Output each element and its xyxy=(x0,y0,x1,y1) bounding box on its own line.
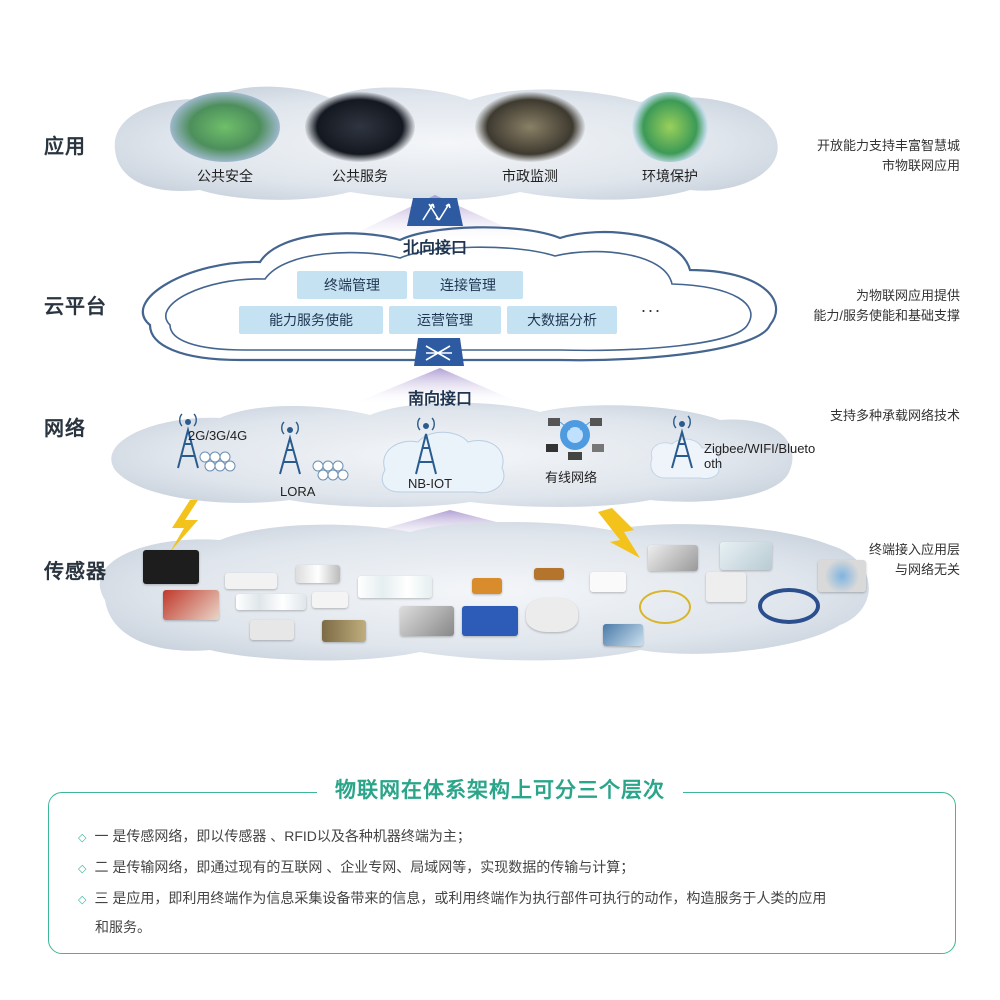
north-interface-label: 北向接口 xyxy=(402,240,467,257)
platform-box-connection-management: 连接管理 xyxy=(413,271,523,299)
platform-ellipsis: ... xyxy=(641,296,663,316)
sensor-device-image xyxy=(720,542,772,570)
sensor-device-image xyxy=(400,606,454,636)
app-municipal-monitoring: 市政监测 xyxy=(465,92,595,186)
summary-bullet: ◇一 是传感网络，即以传感器 、RFID以及各种机器终端为主； xyxy=(78,828,471,844)
sensor-device-image xyxy=(143,550,199,584)
platform-ring-inner xyxy=(165,246,752,352)
platform-ring-outer xyxy=(141,226,778,362)
sensor-device-image xyxy=(639,590,691,624)
app-public-safety: 公共安全 xyxy=(160,92,290,186)
summary-title: 物联网在体系架构上可分三个层次 xyxy=(0,774,1000,804)
sensor-device-image xyxy=(706,572,746,602)
sensor-device-image xyxy=(296,565,340,583)
sensor-device-image xyxy=(462,606,518,636)
app-environmental-protection: 环境保护 xyxy=(605,92,735,186)
application-cloud xyxy=(114,86,778,200)
layer-label-cloud-platform: 云平台 xyxy=(44,294,107,318)
sensor-device-image xyxy=(250,620,294,640)
sensor-device-image xyxy=(758,588,820,624)
network-label-wired: 有线网络 xyxy=(545,470,598,485)
sensor-device-image xyxy=(590,572,626,592)
platform-box-operation-management: 运营管理 xyxy=(389,306,501,334)
sensor-device-image xyxy=(236,594,306,610)
sensor-device-image xyxy=(358,576,432,598)
south-interface-label: 南向接口 xyxy=(407,391,472,408)
cell-tower-icon xyxy=(177,413,199,469)
sensor-device-image xyxy=(648,545,698,571)
wired-network-hub-icon xyxy=(546,418,604,460)
summary-bullet-continuation: 和服务。 xyxy=(95,919,151,935)
nbiot-cloud xyxy=(381,431,505,494)
diamond-bullet-icon: ◇ xyxy=(78,863,87,875)
lightning-icon xyxy=(598,508,640,558)
south-arrow xyxy=(350,368,525,405)
sensor-device-image xyxy=(818,560,866,592)
platform-box-big-data-analysis: 大数据分析 xyxy=(507,306,617,334)
south-interface-icon xyxy=(414,338,464,366)
public-safety-image xyxy=(170,92,280,162)
sensor-device-image xyxy=(534,568,564,580)
cell-tower-icon xyxy=(415,417,437,475)
sensor-device-image xyxy=(163,590,219,620)
municipal-monitoring-image xyxy=(475,92,585,162)
platform-box-terminal-management: 终端管理 xyxy=(297,271,407,299)
cell-tower-icon xyxy=(279,421,301,475)
cell-tower-icon xyxy=(671,415,693,469)
sensor-note: 终端接入应用层 与网络无关 xyxy=(868,542,960,577)
layer-label-network: 网络 xyxy=(44,416,86,440)
application-note: 开放能力支持丰富智慧城 市物联网应用 xyxy=(816,138,960,173)
zigbee-cloud xyxy=(650,438,720,479)
network-note: 支持多种承载网络技术 xyxy=(829,408,960,423)
platform-note: 为物联网应用提供 能力/服务使能和基础支撑 xyxy=(813,288,960,323)
platform-box-capability-service: 能力服务使能 xyxy=(239,306,383,334)
sensor-device-image xyxy=(312,592,348,608)
hexagon-cluster-icon xyxy=(199,451,236,472)
network-label-nbiot: NB-IOT xyxy=(408,476,453,491)
network-label-zigbee-wifi-bluetooth: Zigbee/WIFI/Blueto oth xyxy=(704,441,816,471)
layer-label-sensor: 传感器 xyxy=(44,559,107,583)
hexagon-cluster-icon xyxy=(312,460,349,481)
layer-label-application: 应用 xyxy=(44,134,86,158)
app-public-service: 公共服务 xyxy=(295,92,425,186)
sensor-device-image xyxy=(225,573,277,589)
network-label-lora: LORA xyxy=(280,484,316,499)
environmental-protection-image xyxy=(630,92,710,162)
sensor-device-image xyxy=(322,620,366,642)
public-service-image xyxy=(305,92,415,162)
sensor-device-image xyxy=(526,598,578,632)
network-label-2g3g4g: 2G/3G/4G xyxy=(188,428,248,443)
north-interface-icon xyxy=(407,198,463,226)
sensor-device-image xyxy=(603,624,643,646)
summary-bullet: ◇二 是传输网络，即通过现有的互联网 、企业专网、局域网等，实现数据的传输与计算… xyxy=(78,859,635,875)
sensor-device-image xyxy=(472,578,502,594)
diamond-bullet-icon: ◇ xyxy=(78,894,87,906)
summary-bullet: ◇三 是应用，即利用终端作为信息采集设备带来的信息，或利用终端作为执行部件可执行… xyxy=(78,890,827,906)
lightning-icon xyxy=(170,500,198,552)
diamond-bullet-icon: ◇ xyxy=(78,832,87,844)
